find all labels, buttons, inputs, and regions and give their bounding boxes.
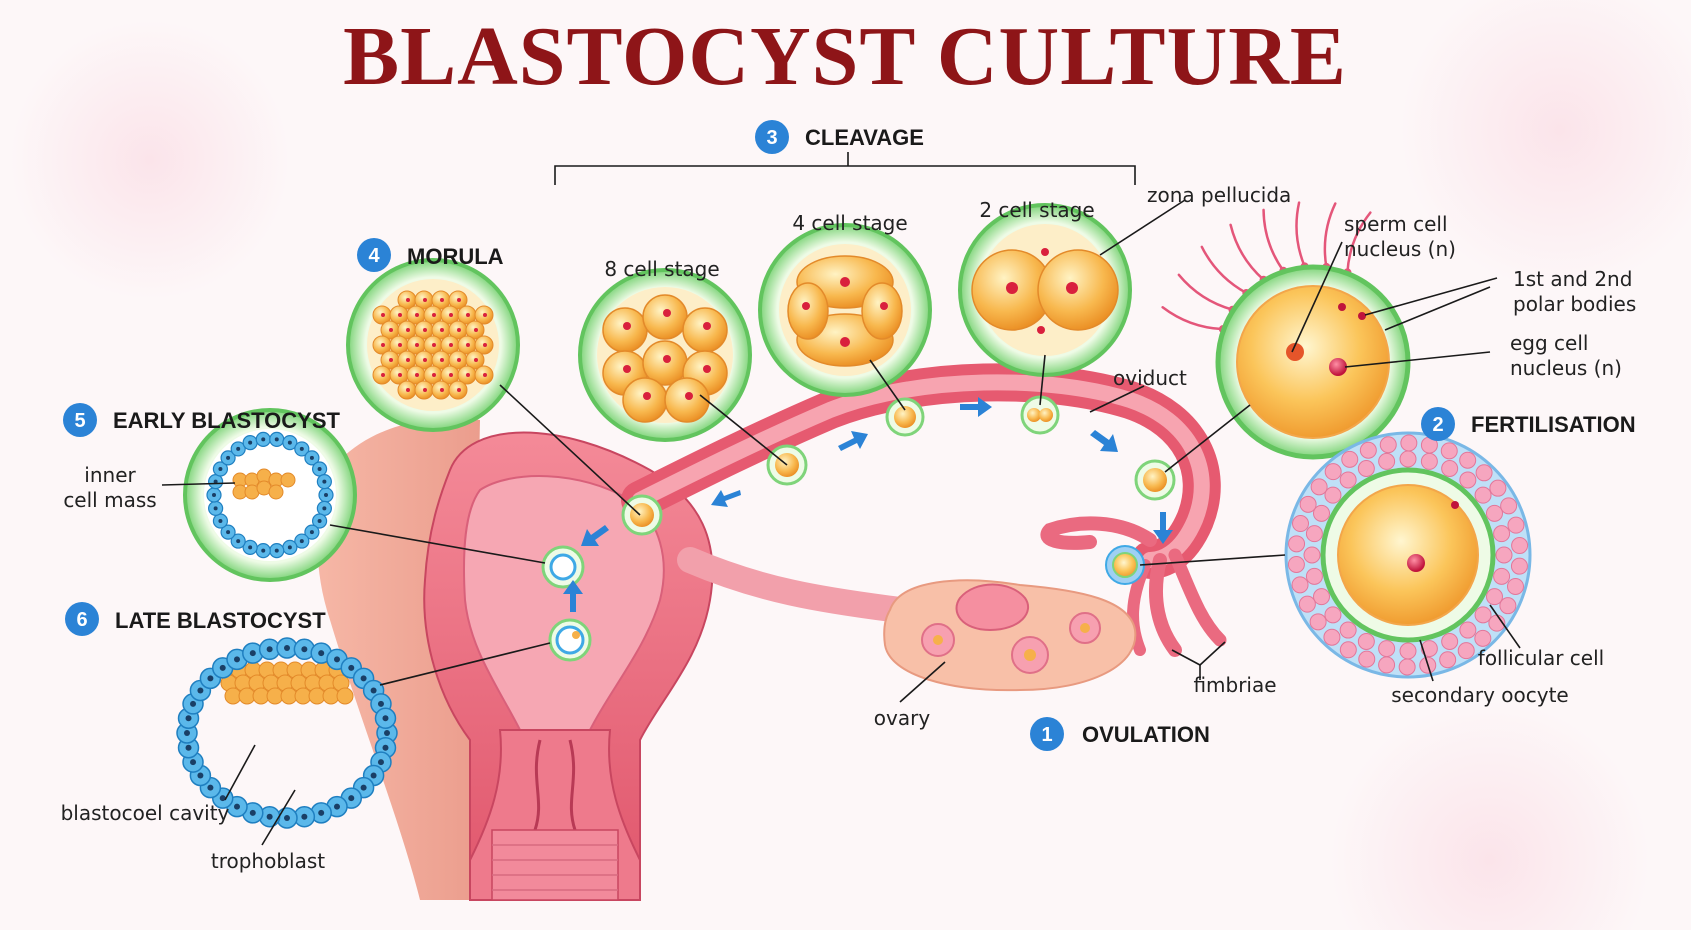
label-8-cell: 8 cell stage [604, 257, 719, 281]
stage-badge-1: 1 OVULATION [1030, 717, 1210, 751]
label-cell-mass: cell mass [63, 488, 156, 512]
label-zona-pellucida: zona pellucida [1147, 183, 1291, 207]
label-follicular-cell: follicular cell [1478, 646, 1604, 670]
stage-badge-6: 6 LATE BLASTOCYST [65, 602, 326, 636]
small-oocyte-at-fimbriae [1105, 545, 1145, 585]
label-oviduct: oviduct [1113, 366, 1187, 390]
label-polar-bodies-2: polar bodies [1513, 292, 1636, 316]
late-blastocyst-large [176, 637, 398, 829]
label-4-cell: 4 cell stage [792, 211, 907, 235]
svg-text:1: 1 [1041, 724, 1052, 746]
label-polar-bodies-1: 1st and 2nd [1513, 267, 1632, 291]
annotations: 8 cell stage 4 cell stage 2 cell stage z… [61, 183, 1637, 873]
stage-badge-4: 4 MORULA [357, 238, 504, 272]
stage-label-ovulation: OVULATION [1082, 722, 1210, 747]
stage-label-late-blastocyst: LATE BLASTOCYST [115, 608, 326, 633]
small-late-blastocyst [548, 618, 592, 662]
stage-badge-2: 2 FERTILISATION [1421, 407, 1636, 441]
stage-badge-3: 3 CLEAVAGE [755, 120, 924, 154]
eight-cell-large [578, 268, 752, 442]
stage-label-fertilisation: FERTILISATION [1471, 412, 1636, 437]
small-4cell [885, 397, 925, 437]
svg-text:2: 2 [1432, 414, 1443, 436]
leader-lines [161, 199, 1521, 846]
cleavage-bracket [554, 152, 1136, 185]
stage-label-morula: MORULA [407, 244, 504, 269]
fertilisation-egg [1161, 201, 1411, 460]
label-2-cell: 2 cell stage [979, 198, 1094, 222]
label-egg-cell: egg cell [1510, 331, 1588, 355]
stage-label-early-blastocyst: EARLY BLASTOCYST [113, 408, 341, 433]
label-fimbriae: fimbriae [1193, 673, 1276, 697]
ovary-shape [883, 579, 1137, 692]
stage-label-cleavage: CLEAVAGE [805, 125, 924, 150]
morula-large [346, 258, 520, 432]
early-blastocyst-large [183, 408, 357, 582]
secondary-oocyte [1284, 431, 1532, 679]
two-cell-large [958, 203, 1132, 377]
label-ovary: ovary [874, 706, 931, 730]
svg-text:5: 5 [74, 410, 85, 432]
label-inner: inner [84, 463, 136, 487]
label-egg-nucleus: nucleus (n) [1510, 356, 1622, 380]
svg-text:6: 6 [76, 609, 87, 631]
page-title: BLASTOCYST CULTURE [343, 10, 1347, 103]
label-sperm-nucleus: nucleus (n) [1344, 237, 1456, 261]
label-sperm-cell: sperm cell [1344, 212, 1448, 236]
svg-text:4: 4 [368, 245, 380, 267]
stage-badge-5: 5 EARLY BLASTOCYST [63, 403, 341, 437]
label-trophoblast: trophoblast [211, 849, 325, 873]
small-2cell [1020, 395, 1060, 435]
small-zygote [1134, 459, 1176, 501]
small-morula [621, 494, 663, 536]
small-early-blastocyst [541, 545, 585, 589]
flow-arrows [563, 397, 1173, 612]
four-cell-large [758, 223, 932, 397]
label-secondary-oocyte: secondary oocyte [1391, 683, 1568, 707]
label-blastocoel-cavity: blastocoel cavity [61, 801, 230, 825]
svg-text:3: 3 [766, 127, 777, 149]
